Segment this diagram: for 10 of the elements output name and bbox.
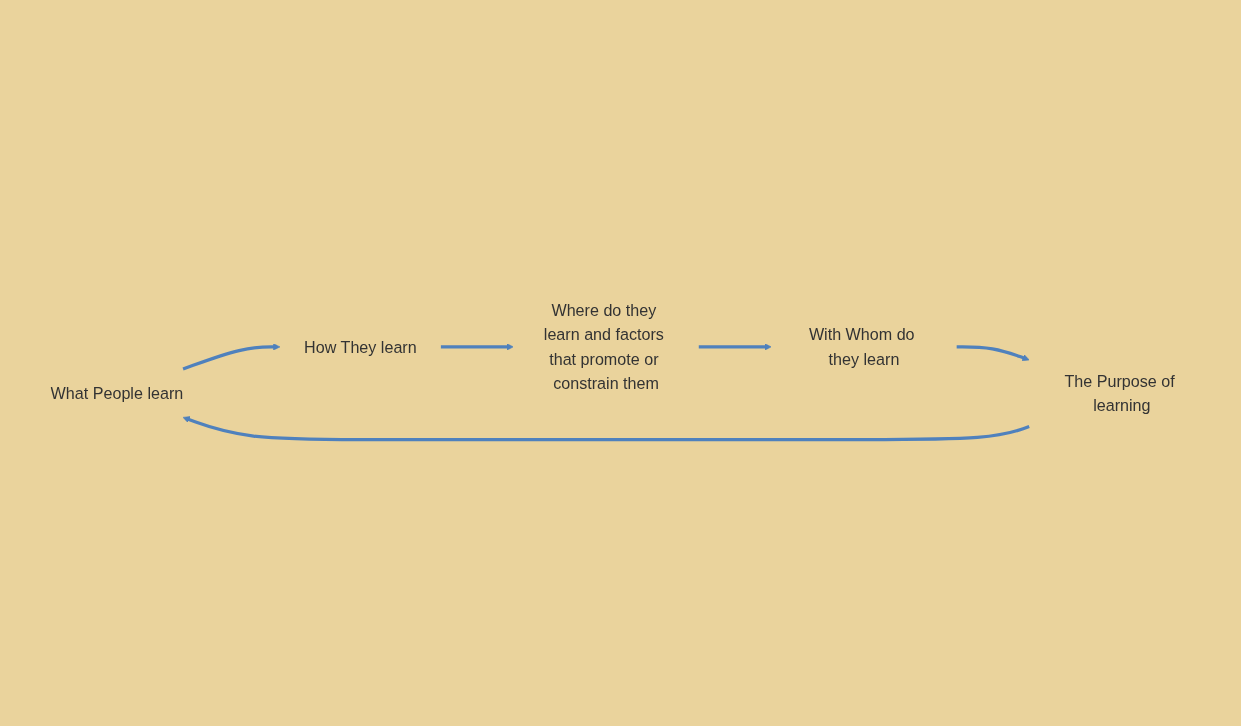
node-text: Where do they learn and factors that promote or constrain them [543, 301, 664, 393]
node-text: The Purpose of learning [1064, 372, 1175, 415]
arrow [440, 343, 514, 351]
node-text: With Whom do they learn [808, 325, 915, 368]
node-text: How They learn [304, 338, 417, 356]
arrow [182, 343, 281, 371]
arrow [182, 416, 1030, 442]
arrow [956, 345, 1030, 362]
node-text: What People learn [50, 384, 184, 403]
arrow [698, 343, 772, 351]
